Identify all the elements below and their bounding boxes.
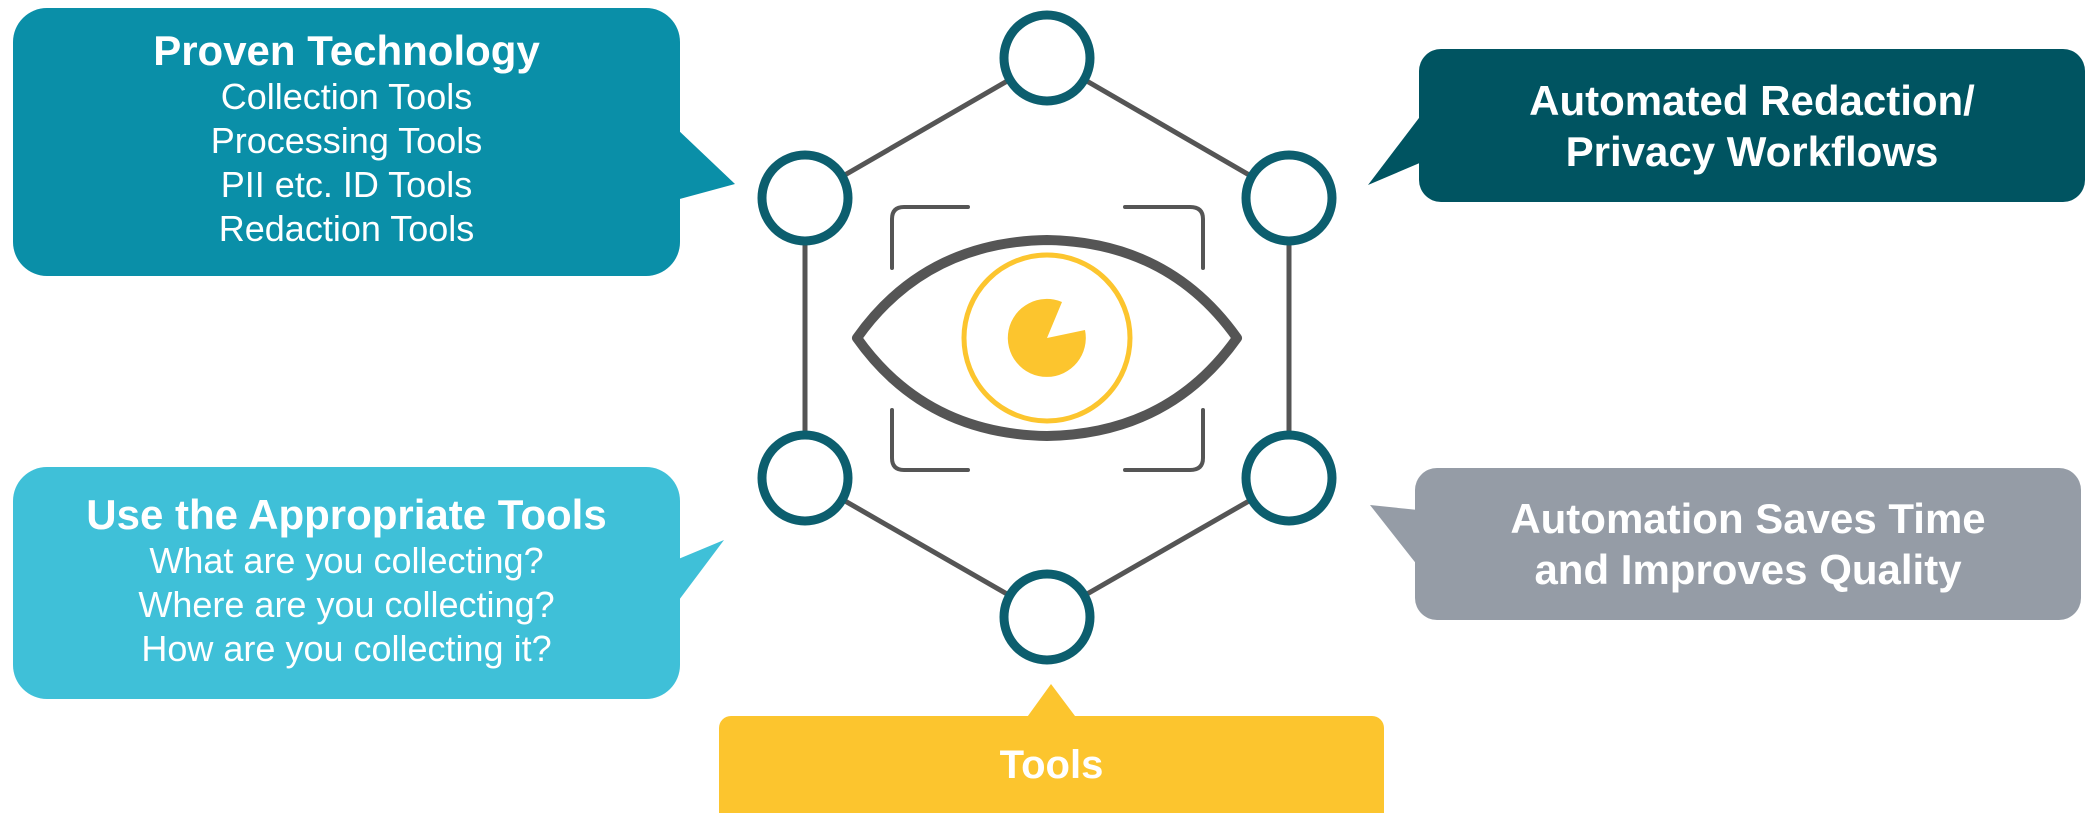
appropriate-tools-line-2: Where are you collecting? bbox=[138, 584, 555, 625]
proven-technology-text: Proven Technology Collection Tools Proce… bbox=[13, 8, 680, 276]
automated-redaction-text: Automated Redaction/ Privacy Workflows bbox=[1419, 49, 2085, 202]
tools-text: Tools bbox=[719, 716, 1384, 813]
proven-technology-line-2: Processing Tools bbox=[210, 120, 483, 161]
hexagon-nodes bbox=[757, 10, 1337, 665]
node-upper-right-icon bbox=[1241, 150, 1337, 246]
automated-redaction-line-1: Automated Redaction/ bbox=[1529, 76, 1975, 124]
focus-frame-icon bbox=[890, 205, 1205, 472]
node-bottom-icon bbox=[999, 569, 1095, 665]
callout-automation-saves bbox=[1370, 468, 2081, 620]
tools-label: Tools bbox=[999, 742, 1104, 787]
callout-automated-redaction bbox=[1368, 49, 2085, 202]
automation-saves-text: Automation Saves Time and Improves Quali… bbox=[1415, 468, 2081, 620]
node-lower-left-icon bbox=[757, 430, 853, 526]
callout-appropriate-tools bbox=[13, 467, 724, 699]
node-lower-right-icon bbox=[1241, 430, 1337, 526]
automated-redaction-line-2: Privacy Workflows bbox=[1565, 127, 1939, 175]
appropriate-tools-title: Use the Appropriate Tools bbox=[86, 491, 607, 538]
appropriate-tools-line-1: What are you collecting? bbox=[149, 540, 544, 581]
automation-saves-line-1: Automation Saves Time bbox=[1510, 495, 1986, 542]
eye-icon bbox=[852, 235, 1242, 441]
appropriate-tools-line-3: How are you collecting it? bbox=[141, 628, 552, 669]
proven-technology-line-1: Collection Tools bbox=[220, 76, 473, 117]
node-upper-left-icon bbox=[757, 150, 853, 246]
appropriate-tools-text: Use the Appropriate Tools What are you c… bbox=[13, 467, 680, 699]
automation-saves-line-2: and Improves Quality bbox=[1534, 546, 1962, 593]
pie-iris-icon bbox=[1007, 298, 1086, 377]
callout-proven-technology bbox=[13, 8, 735, 276]
node-top-icon bbox=[999, 10, 1095, 106]
proven-technology-line-4: Redaction Tools bbox=[218, 208, 475, 249]
proven-technology-line-3: PII etc. ID Tools bbox=[220, 164, 473, 205]
callout-tools bbox=[719, 684, 1384, 813]
proven-technology-title: Proven Technology bbox=[153, 27, 540, 74]
